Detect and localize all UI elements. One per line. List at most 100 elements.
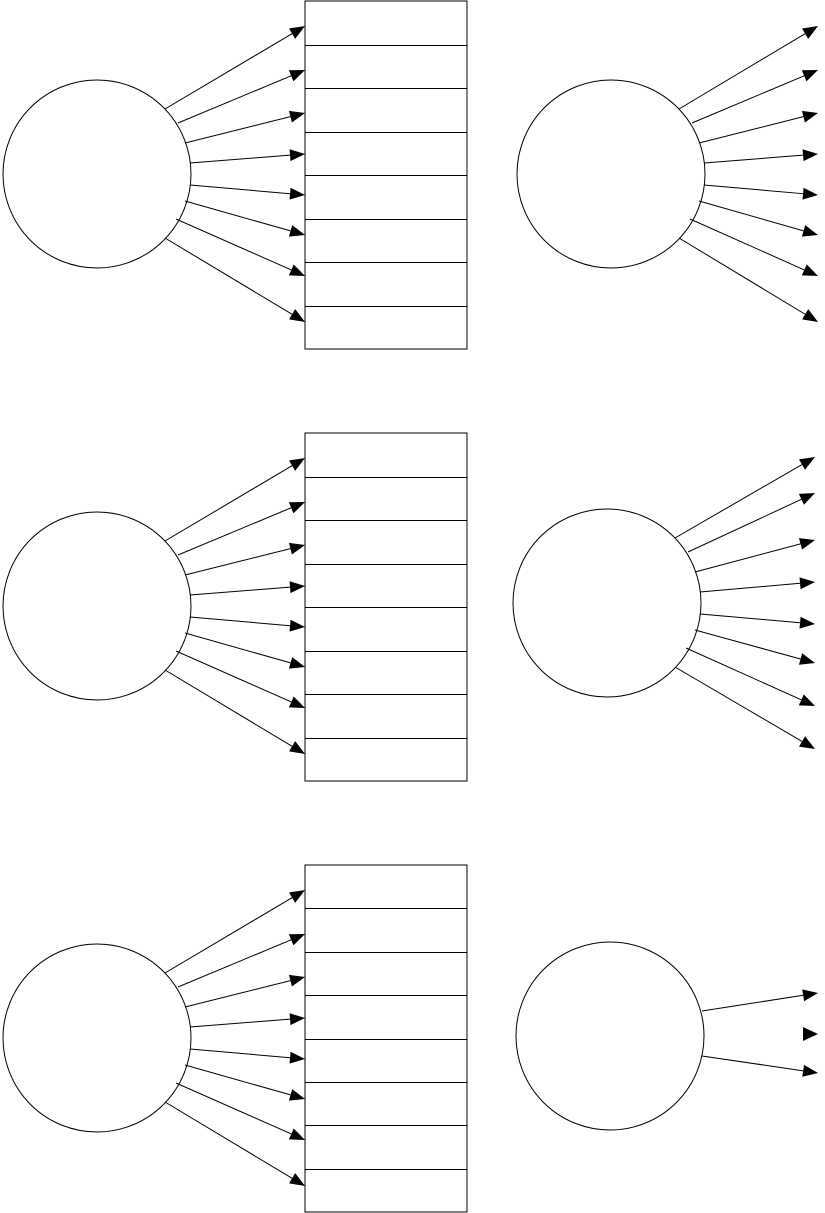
arrow-shaft (184, 116, 291, 144)
arrow-outgoing (699, 577, 815, 593)
arrowhead-icon (799, 616, 815, 629)
arrowhead-icon (801, 110, 818, 123)
arrow-outgoing (691, 70, 818, 124)
arrow-shaft (691, 75, 805, 124)
arrow-shaft (175, 650, 292, 703)
arrow-shaft (164, 237, 293, 315)
arrow-outgoing (687, 493, 815, 553)
arrow-shaft (701, 1055, 804, 1072)
arrowhead-icon (803, 1027, 818, 1041)
arrow-outgoing (678, 26, 818, 110)
arrowhead-icon (289, 26, 305, 39)
arrowhead-icon (798, 653, 815, 665)
arrow-to-table (184, 632, 305, 669)
arrow-to-table (175, 1082, 305, 1140)
arrow-outgoing (701, 1055, 818, 1077)
arrowhead-icon (802, 989, 818, 1002)
arrow-to-table (177, 502, 305, 556)
arrowhead-icon (289, 890, 305, 903)
arrow-shaft (184, 200, 291, 232)
arrow-outgoing (694, 538, 815, 573)
arrowhead-icon (288, 542, 305, 555)
arrow-shaft (699, 582, 801, 593)
arrow-outgoing (674, 457, 815, 539)
arrow-outgoing (701, 989, 818, 1012)
arrow-shaft (685, 647, 802, 701)
arrow-outgoing (698, 200, 818, 237)
arrowhead-icon (288, 1089, 305, 1101)
table-frame (304, 864, 468, 1213)
diagram-group-3 (2, 864, 818, 1213)
arrow-shaft (674, 464, 803, 539)
arrow-shaft (164, 897, 293, 974)
arrow-to-table (184, 200, 305, 237)
arrow-shaft (674, 666, 803, 742)
arrow-outgoing (685, 647, 815, 706)
arrow-to-table (175, 218, 305, 276)
arrow-to-table (189, 581, 305, 596)
arrow-to-table (164, 1101, 305, 1186)
node-circle-left (2, 943, 192, 1133)
arrow-shaft (184, 1064, 291, 1096)
arrow-shaft (698, 116, 804, 144)
arrow-shaft (694, 543, 801, 573)
arrow-shaft (164, 1101, 293, 1179)
arrow-shaft (177, 939, 292, 988)
arrowhead-icon (288, 1128, 305, 1140)
arrowhead-icon (288, 974, 305, 987)
arrow-shaft (164, 669, 293, 747)
arrowhead-icon (288, 225, 305, 237)
arrow-to-table (177, 70, 305, 124)
arrow-shaft (698, 200, 804, 232)
arrow-shaft (189, 1048, 291, 1059)
arrow-shaft (184, 632, 291, 664)
arrow-shaft (189, 154, 291, 164)
arrowhead-icon (288, 934, 305, 946)
arrow-shaft (678, 237, 806, 315)
table-box (304, 0, 468, 350)
arrow-shaft (699, 613, 801, 624)
arrowhead-icon (802, 26, 818, 39)
arrowhead-icon (289, 187, 305, 200)
arrowhead-icon (801, 225, 818, 237)
arrow-shaft (164, 33, 293, 110)
node-circle-left (2, 511, 192, 701)
arrow-shaft (189, 184, 291, 195)
arrow-shaft (164, 465, 293, 542)
arrowhead-icon (288, 696, 305, 708)
arrow-to-table (184, 542, 305, 576)
arrow-outgoing (694, 629, 815, 665)
arrow-shaft (184, 980, 291, 1008)
arrowhead-icon (802, 1064, 818, 1077)
arrowhead-icon (289, 1051, 305, 1064)
arrow-to-table (189, 184, 305, 200)
diagram-group-1 (2, 0, 818, 350)
arrow-to-table (184, 974, 305, 1008)
arrowhead-icon (799, 736, 815, 749)
arrowhead-icon (288, 70, 305, 82)
arrowhead-icon (289, 741, 305, 754)
arrowhead-icon (802, 187, 818, 200)
arrow-to-table (175, 650, 305, 708)
arrow-outgoing (703, 149, 818, 164)
arrow-outgoing (699, 613, 815, 629)
arrowhead-icon (799, 457, 815, 470)
arrow-shaft (694, 629, 801, 660)
arrow-shaft (701, 994, 804, 1012)
arrowhead-icon (802, 149, 818, 162)
arrow-shaft (177, 507, 292, 556)
arrow-to-table (164, 26, 305, 110)
arrowhead-icon (798, 493, 815, 505)
arrow-to-table (189, 616, 305, 632)
arrow-shaft (175, 1082, 292, 1135)
arrow-to-table (164, 669, 305, 754)
arrowhead-icon (288, 264, 305, 276)
arrow-shaft (189, 1018, 291, 1028)
arrow-shaft (703, 184, 804, 195)
arrow-to-table (177, 934, 305, 988)
arrow-shaft (687, 498, 802, 553)
arrowhead-icon (799, 577, 815, 590)
arrowhead-icon (289, 458, 305, 471)
arrowhead-icon (288, 110, 305, 123)
